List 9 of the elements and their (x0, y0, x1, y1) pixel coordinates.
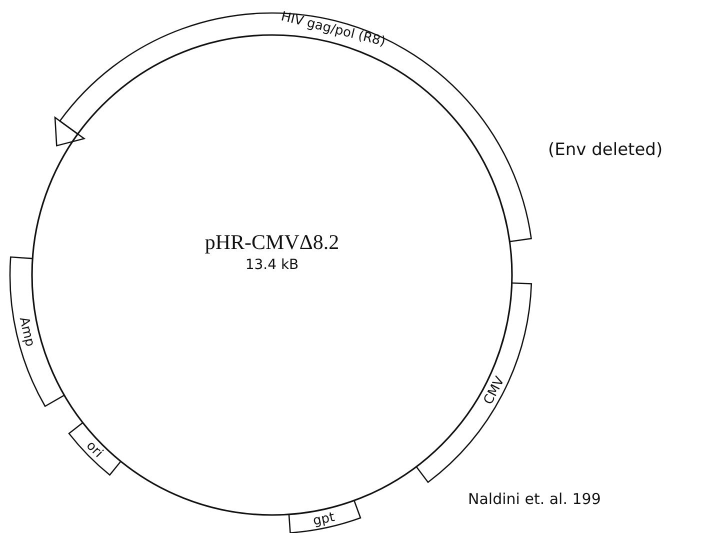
feature-label: Amp (16, 316, 37, 348)
feature-label: HIV gag/pol (R8) (279, 10, 386, 50)
feature-label: CMV (482, 374, 508, 408)
citation-text: Naldini et. al. 199 (468, 490, 601, 508)
feature-label: ori (83, 438, 105, 461)
plasmid-name: pHR-CMVΔ8.2 (204, 230, 340, 255)
feature-label: gpt (312, 510, 336, 529)
plasmid-size: 13.4 kB (245, 257, 299, 273)
annotation-note: (Env deleted) (548, 140, 663, 160)
